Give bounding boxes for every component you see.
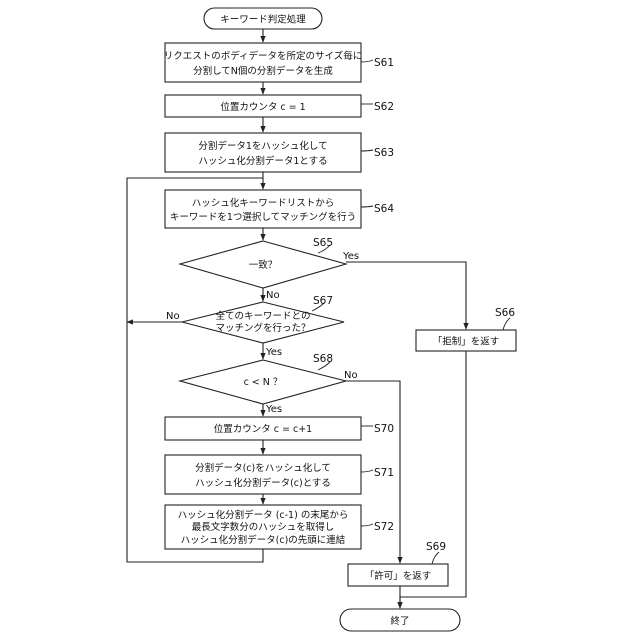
start-label: キーワード判定処理: [220, 14, 306, 26]
end-terminal: 終了: [340, 609, 460, 631]
s67-line-1: 全てのキーワードとの: [216, 310, 311, 322]
edge-s65-yes: [346, 262, 466, 329]
s64-step-label: S64: [374, 203, 394, 215]
process-s64: ハッシュ化キーワードリストから キーワードを1つ選択してマッチングを行う S64: [165, 190, 394, 228]
s64-leader: [361, 206, 373, 207]
s66-step-label: S66: [495, 307, 515, 319]
s69-line-1: 「許可」を返す: [365, 570, 432, 582]
s70-step-label: S70: [374, 423, 394, 435]
process-s71: 分割データ(c)をハッシュ化して ハッシュ化分割データ(c)とする S71: [165, 455, 394, 494]
s69-leader: [432, 552, 439, 564]
s61-line-1: リクエストのボディデータを所定のサイズ毎に: [164, 50, 363, 62]
s63-step-label: S63: [374, 147, 394, 159]
s64-line-1: ハッシュ化キーワードリストから: [192, 197, 335, 209]
s66-line-1: 「拒制」を返す: [433, 336, 500, 348]
process-s72: ハッシュ化分割データ (c-1) の末尾から 最長文字数分のハッシュを取得し ハ…: [165, 505, 394, 549]
process-s63: 分割データ1をハッシュ化して ハッシュ化分割データ1とする S63: [165, 133, 394, 172]
s72-line-1: ハッシュ化分割データ (c-1) の末尾から: [178, 509, 349, 521]
s61-leader: [361, 60, 373, 62]
s68-no-label: No: [344, 370, 358, 381]
s65-yes-label: Yes: [342, 251, 359, 262]
s71-leader: [361, 470, 373, 472]
s61-line-2: 分割してN個の分割データを生成: [193, 65, 333, 77]
s65-question: 一致？: [249, 259, 278, 271]
s72-leader: [361, 524, 373, 526]
s65-step-label: S65: [313, 237, 333, 249]
s67-step-label: S67: [313, 295, 333, 307]
s63-line-2: ハッシュ化分割データ1とする: [198, 155, 327, 167]
s62-step-label: S62: [374, 101, 394, 113]
s66-leader: [503, 318, 510, 330]
s67-yes-label: Yes: [265, 347, 282, 358]
end-label: 終了: [390, 615, 409, 627]
s72-step-label: S72: [374, 521, 394, 533]
s62-line-1: 位置カウンタ c = 1: [220, 101, 305, 113]
decision-s68: c < N ？ S68 No Yes: [180, 353, 358, 415]
s68-yes-label: Yes: [265, 404, 282, 415]
decision-s65: 一致？ S65 Yes No: [180, 237, 359, 301]
s64-line-2: キーワードを1つ選択してマッチングを行う: [170, 211, 356, 223]
s71-step-label: S71: [374, 467, 394, 479]
s67-no-label: No: [166, 311, 180, 322]
process-s69: 「許可」を返す S69: [348, 541, 448, 586]
s63-leader: [361, 150, 373, 151]
s68-step-label: S68: [313, 353, 333, 365]
s72-line-3: ハッシュ化分割データ(c)の先頭に連結: [181, 534, 346, 546]
s67-line-2: マッチングを行った？: [215, 322, 310, 334]
s71-line-1: 分割データ(c)をハッシュ化して: [195, 462, 331, 474]
s71-line-2: ハッシュ化分割データ(c)とする: [195, 477, 331, 489]
s72-line-2: 最長文字数分のハッシュを取得し: [192, 521, 335, 533]
start-terminal: キーワード判定処理: [204, 8, 322, 29]
s69-step-label: S69: [426, 541, 446, 553]
s61-step-label: S61: [374, 57, 394, 69]
decision-s67: 全てのキーワードとの マッチングを行った？ S67 No Yes: [166, 295, 344, 358]
process-s61: リクエストのボディデータを所定のサイズ毎に 分割してN個の分割データを生成 S6…: [164, 43, 394, 82]
s63-line-1: 分割データ1をハッシュ化して: [198, 140, 327, 152]
s70-line-1: 位置カウンタ c = c+1: [214, 423, 312, 435]
s68-question: c < N ？: [244, 377, 283, 388]
process-s70: 位置カウンタ c = c+1 S70: [165, 417, 394, 440]
s65-no-label: No: [266, 290, 280, 301]
process-s62: 位置カウンタ c = 1 S62: [165, 95, 394, 117]
